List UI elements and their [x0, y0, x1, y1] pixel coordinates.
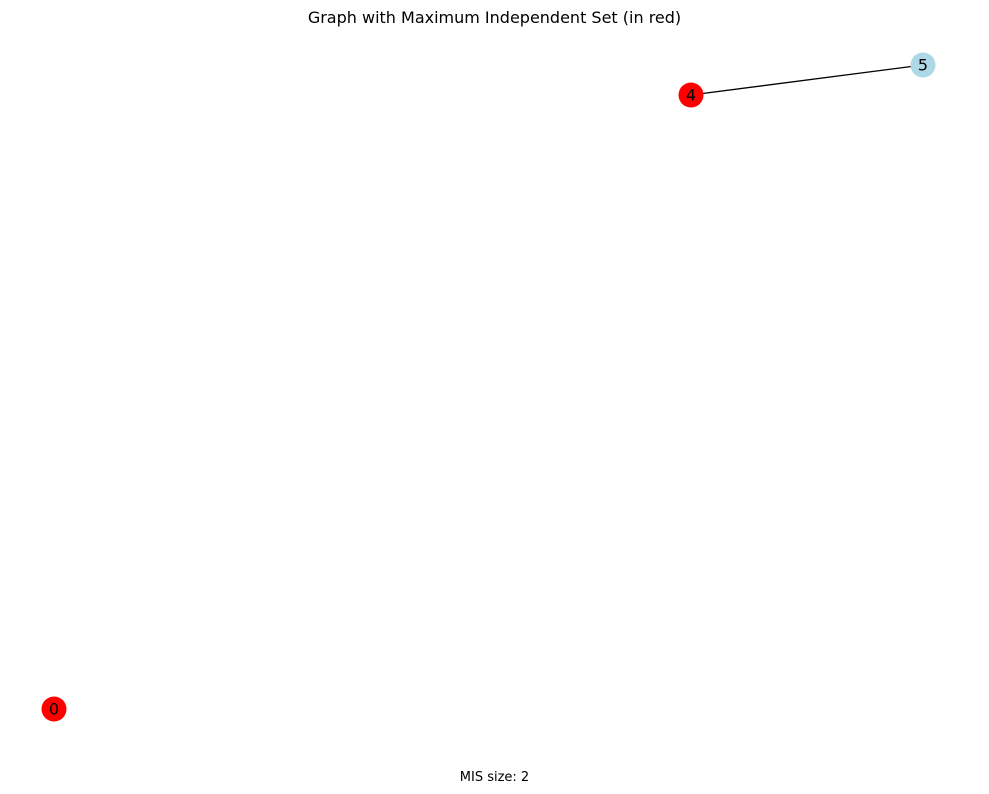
node-4-label: 4 [686, 86, 696, 105]
node-0-label: 0 [49, 700, 59, 719]
node-5-circle [910, 52, 936, 78]
node-5-label: 5 [918, 56, 928, 75]
node-4-circle [678, 82, 704, 108]
node-0: 0 [41, 696, 67, 722]
node-4: 4 [678, 82, 704, 108]
mis-size-caption: MIS size: 2 [460, 770, 529, 785]
figure-title: Graph with Maximum Independent Set (in r… [308, 8, 681, 27]
edge-4-5 [690, 64, 924, 96]
edges-layer [690, 64, 924, 96]
nodes-layer: 4 5 0 [41, 52, 936, 722]
node-0-circle [41, 696, 67, 722]
node-5: 5 [910, 52, 936, 78]
